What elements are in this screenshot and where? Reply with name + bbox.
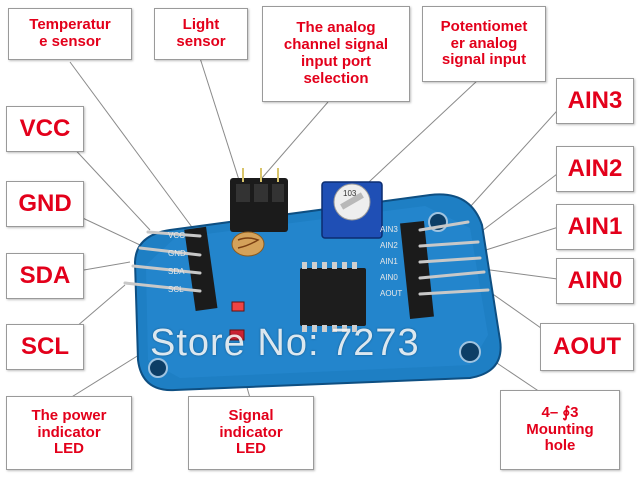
right-pin-header — [400, 220, 490, 319]
left-pin-header — [123, 226, 218, 312]
label-vcc: VCC — [6, 106, 84, 152]
label-mounting-hole: 4– ∮3 Mounting hole — [500, 390, 620, 470]
label-sda: SDA — [6, 253, 84, 299]
pcf8591-chip — [300, 262, 366, 332]
led-indicators — [229, 301, 245, 341]
label-light-sensor: Light sensor — [154, 8, 248, 60]
label-power-led: The power indicator LED — [6, 396, 132, 470]
silk-right-2: AIN1 — [380, 257, 398, 266]
potentiometer — [321, 181, 383, 239]
silk-right-0: AIN3 — [380, 225, 398, 234]
label-ain3: AIN3 — [556, 78, 634, 124]
label-aout: AOUT — [540, 323, 634, 371]
label-temperature-sensor: Temperatur e sensor — [8, 8, 132, 60]
silk-left-1: GND — [168, 249, 186, 258]
mounting-hole — [148, 358, 168, 378]
silk-left-0: VCC — [168, 231, 185, 240]
silk-right-3: AIN0 — [380, 273, 398, 282]
label-ain2: AIN2 — [556, 146, 634, 192]
label-ain1: AIN1 — [556, 204, 634, 250]
label-analog-channel-select: The analog channel signal input port sel… — [262, 6, 410, 102]
silk-left-3: SCL — [168, 285, 184, 294]
light-sensor — [231, 231, 265, 257]
label-gnd: GND — [6, 181, 84, 227]
silk-right-1: AIN2 — [380, 241, 398, 250]
watermark-text: Store No: 7273 — [150, 322, 420, 364]
pot-marking: 103 — [343, 189, 357, 198]
label-potentiometer: Potentiomet er analog signal input — [422, 6, 546, 82]
label-signal-led: Signal indicator LED — [188, 396, 314, 470]
jumper-header — [230, 168, 288, 232]
label-scl: SCL — [6, 324, 84, 370]
mounting-hole — [459, 341, 481, 363]
silk-left-2: SDA — [168, 267, 185, 276]
label-ain0: AIN0 — [556, 258, 634, 304]
silk-right-4: AOUT — [380, 289, 402, 298]
